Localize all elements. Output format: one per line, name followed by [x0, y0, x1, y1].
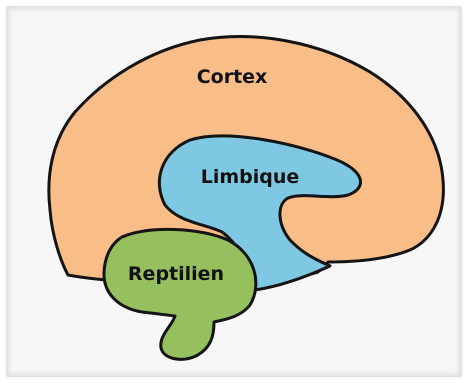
limbic-label: Limbique: [201, 166, 300, 188]
reptilian-region: [104, 229, 256, 359]
reptilian-label: Reptilien: [128, 263, 224, 285]
cortex-label: Cortex: [197, 66, 268, 88]
